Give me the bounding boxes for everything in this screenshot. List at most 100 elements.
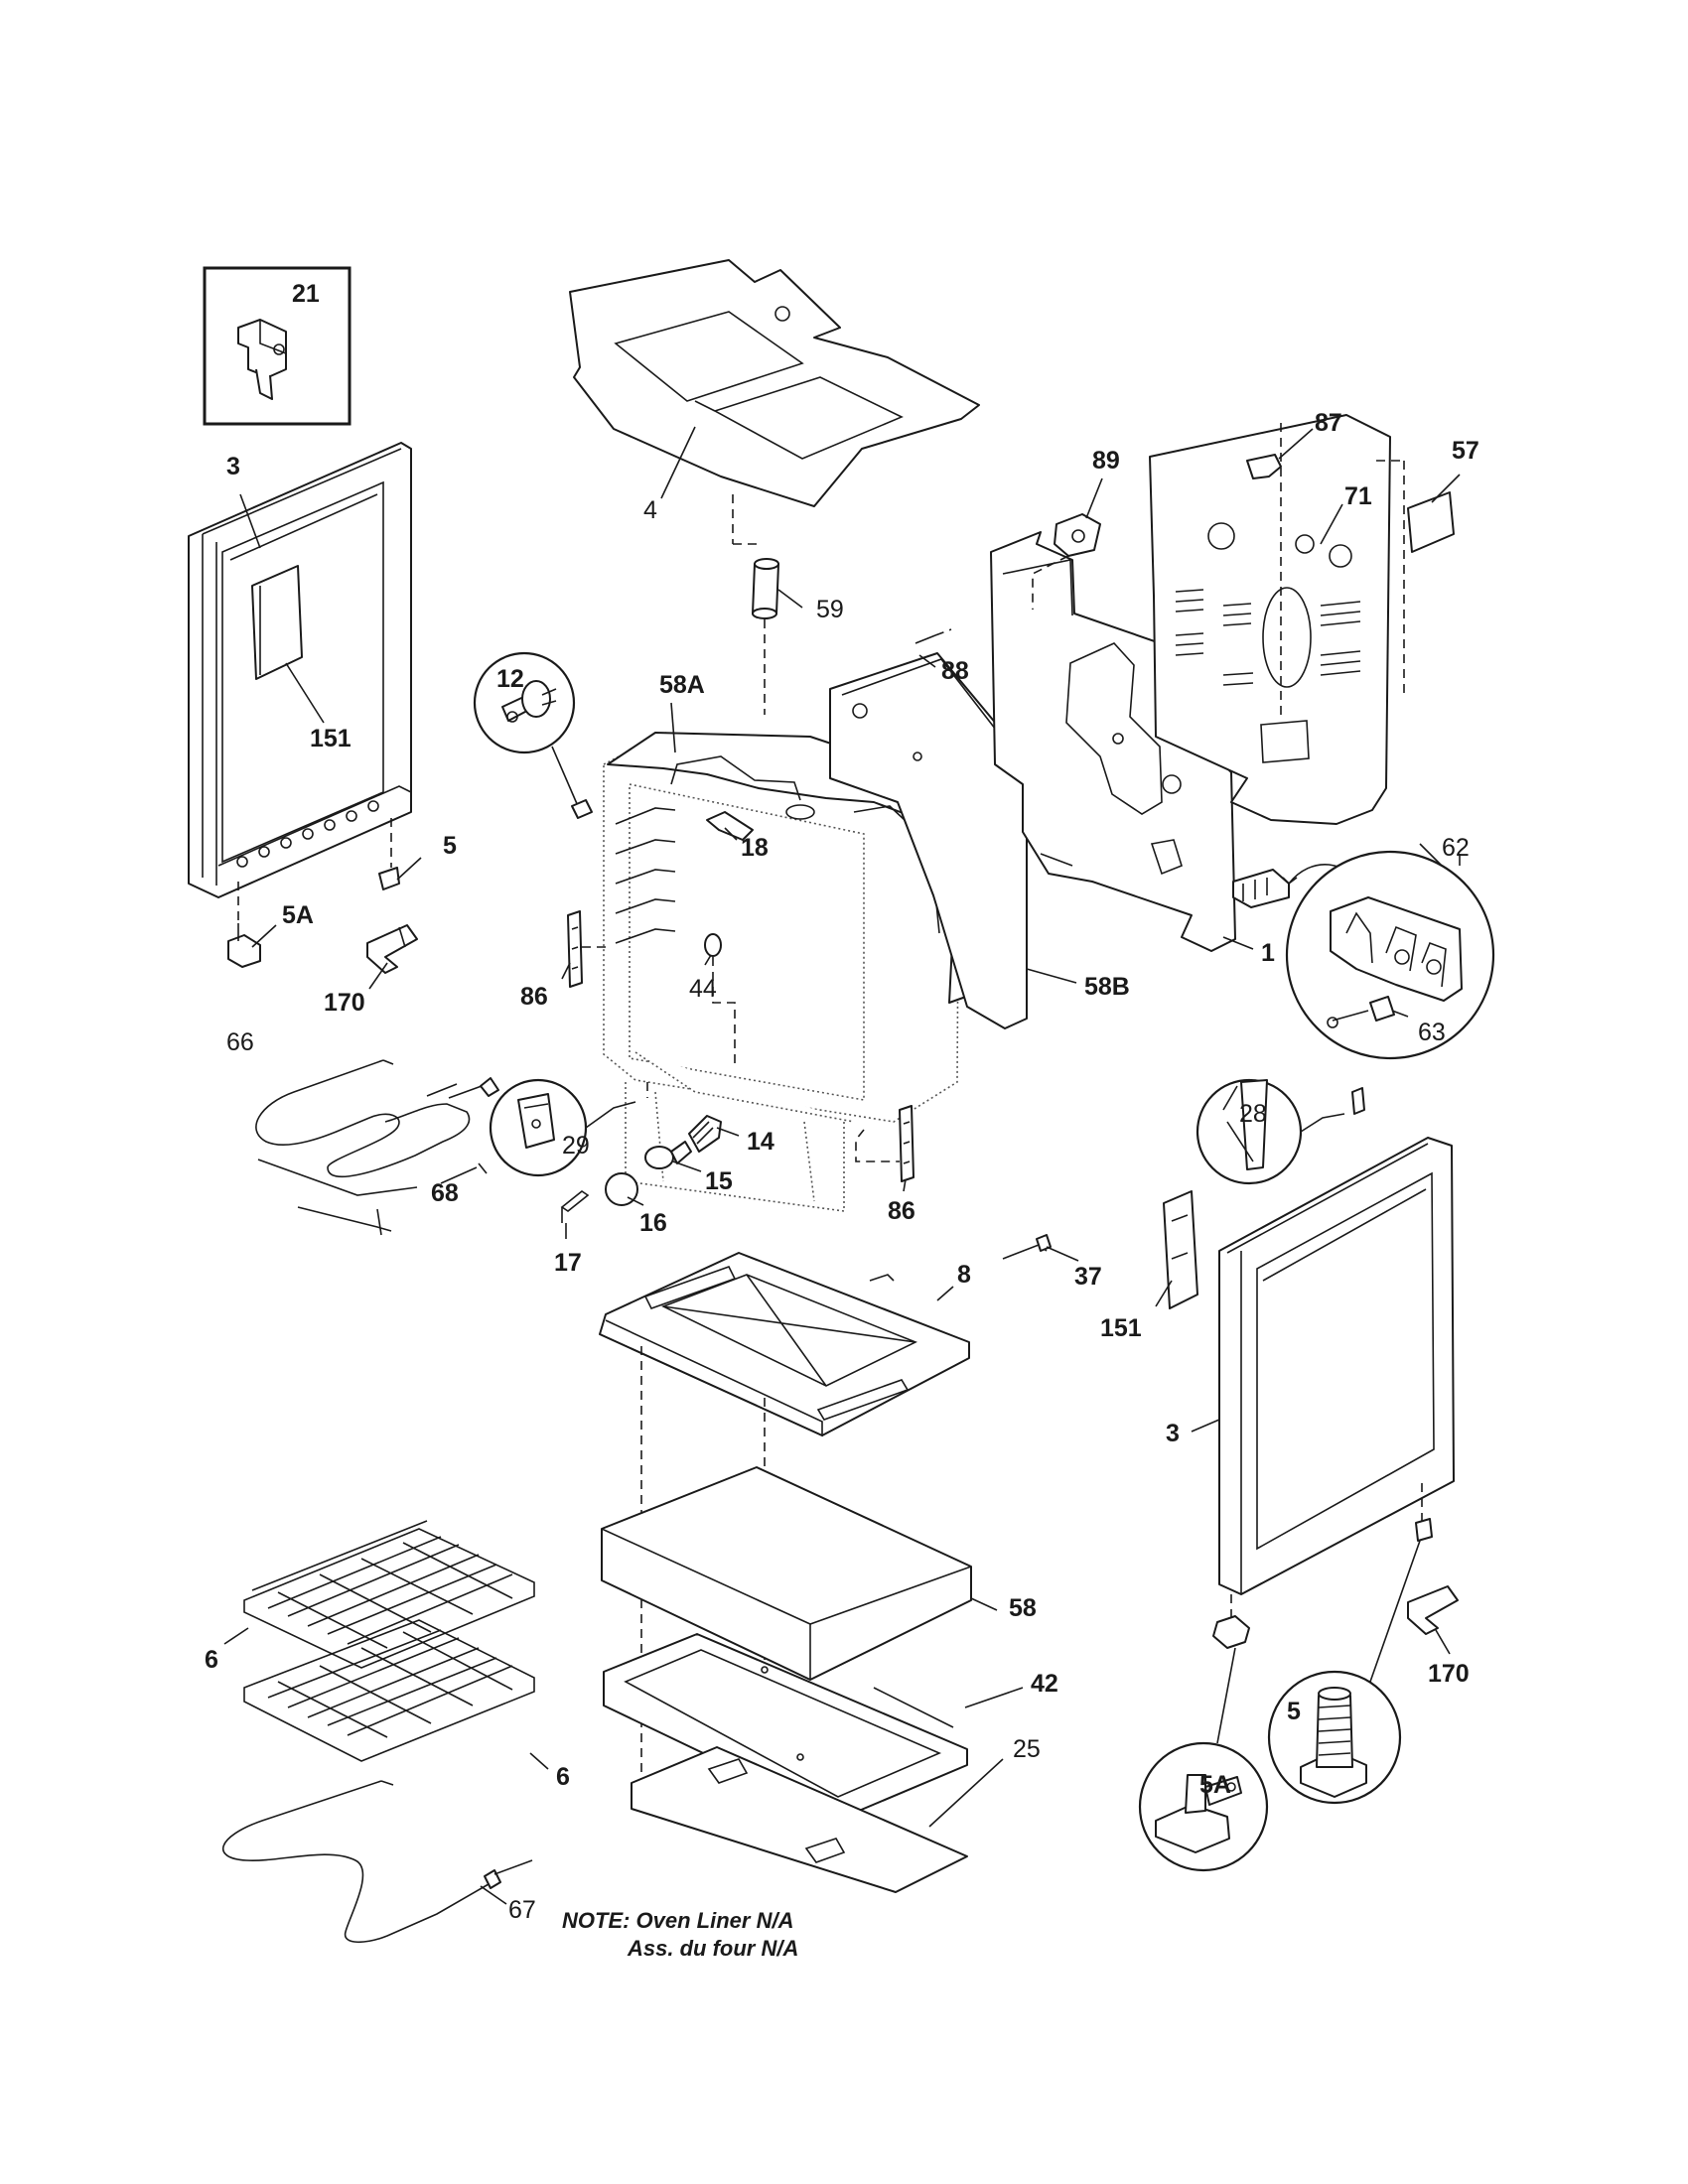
sensor-12-callout-circle [473,651,576,754]
left-bracket-170 [366,924,418,974]
label-5A-right: 5A [1199,1771,1231,1799]
label-170-right: 170 [1428,1660,1470,1688]
label-151-left: 151 [310,725,352,752]
label-71: 71 [1344,482,1372,510]
right-leveler-5A [1212,1594,1250,1649]
label-6-lower: 6 [556,1763,570,1791]
label-16: 16 [639,1209,667,1237]
wire-88 [914,628,952,644]
label-170-left: 170 [324,989,365,1017]
bake-element-67 [221,1780,533,1944]
lens-clip-17 [560,1190,590,1223]
left-bracket-151 [251,565,303,680]
leveler-5A-callout-circle [1138,1741,1269,1872]
insulation-block-58 [601,1466,972,1681]
top-cover-plate-4 [569,259,980,507]
panel-bottom-holes [236,800,379,868]
oven-rack-lower-6 [243,1619,535,1762]
label-3-right: 3 [1166,1420,1180,1447]
oven-liner-note: NOTE: Oven Liner N/A Ass. du four N/A [562,1908,798,1961]
oven-bottom-8 [599,1252,970,1437]
label-37: 37 [1074,1263,1102,1291]
oven-liner-dotted [603,732,960,1212]
label-58: 58 [1009,1594,1037,1622]
label-68: 68 [431,1179,459,1207]
label-58B: 58B [1084,973,1130,1001]
label-6-upper: 6 [205,1646,218,1674]
label-29: 29 [562,1132,590,1160]
left-hinge-receiver-86 [567,910,608,988]
right-hinge-receiver-86 [855,1105,914,1182]
oven-rack-upper-6 [243,1520,535,1669]
label-86-right: 86 [888,1197,915,1225]
label-5-right: 5 [1287,1698,1301,1725]
label-58A: 58A [659,671,705,699]
label-4: 4 [643,496,657,524]
label-89: 89 [1092,447,1120,475]
label-5A-left: 5A [282,901,314,929]
bulb-15 [644,1141,692,1169]
leveler-5-callout-circle [1267,1670,1402,1805]
leader-lines [223,426,1461,1905]
label-59: 59 [816,596,844,623]
label-12: 12 [496,665,524,693]
label-87: 87 [1315,409,1342,437]
broil-element-66 [255,1059,499,1178]
label-86-left: 86 [520,983,548,1011]
label-151-right: 151 [1100,1314,1142,1342]
rear-wall-panel-1 [990,531,1236,952]
left-side-panel [188,442,412,898]
right-bracket-170 [1407,1585,1459,1635]
label-57: 57 [1452,437,1479,465]
inset-box-part-21 [203,266,352,426]
label-62: 62 [1442,834,1470,862]
terminal-block-small [1232,869,1290,908]
wire-37 [1002,1234,1052,1260]
rear-insulation-58B [829,652,1028,1029]
lens-cover-16 [605,1172,638,1206]
right-foot-5 [1415,1483,1433,1542]
probe-18 [706,811,754,841]
note-line-2: Ass. du four N/A [627,1936,798,1961]
label-25: 25 [1013,1735,1041,1763]
label-15: 15 [705,1167,733,1195]
spacer-59 [752,558,779,619]
rear-cover-vents [1175,589,1361,686]
switch-89 [1054,513,1101,557]
light-bulb-44 [704,933,736,1068]
bracket-29-callout-circle [489,1078,588,1177]
label-44: 44 [689,975,717,1003]
rear-cover-71 [1149,414,1391,825]
terminal-block-callout-circle [1285,850,1495,1060]
label-28: 28 [1239,1100,1267,1128]
label-5-left: 5 [443,832,457,860]
label-66: 66 [226,1028,254,1056]
label-42: 42 [1031,1670,1058,1698]
clip-28-callout-circle [1196,1078,1303,1185]
cover-plate-57 [1407,491,1455,553]
left-foot-5 [378,818,400,890]
rack-guides [615,807,676,944]
label-3-left: 3 [226,453,240,480]
right-side-panel [1218,1137,1455,1595]
label-67: 67 [508,1896,536,1924]
tab-87 [1246,454,1282,479]
label-63: 63 [1418,1019,1446,1046]
label-21: 21 [292,280,320,308]
label-14: 14 [747,1128,774,1156]
label-8: 8 [957,1261,971,1289]
callout-labels: 21 3 151 5 5A 170 4 59 12 58A 88 18 89 8… [205,280,1479,1924]
right-bracket-151 [1163,1190,1198,1309]
note-line-1: NOTE: Oven Liner N/A [562,1908,793,1933]
left-leveler-5A [227,882,261,968]
label-17: 17 [554,1249,582,1277]
broil-element-shield-68 [257,1159,488,1236]
label-88: 88 [941,657,969,685]
label-18: 18 [741,834,769,862]
bottom-pan-42 [603,1633,968,1820]
label-1: 1 [1261,939,1275,967]
bottom-plate-25 [631,1746,968,1893]
lamp-socket-14 [688,1115,722,1153]
